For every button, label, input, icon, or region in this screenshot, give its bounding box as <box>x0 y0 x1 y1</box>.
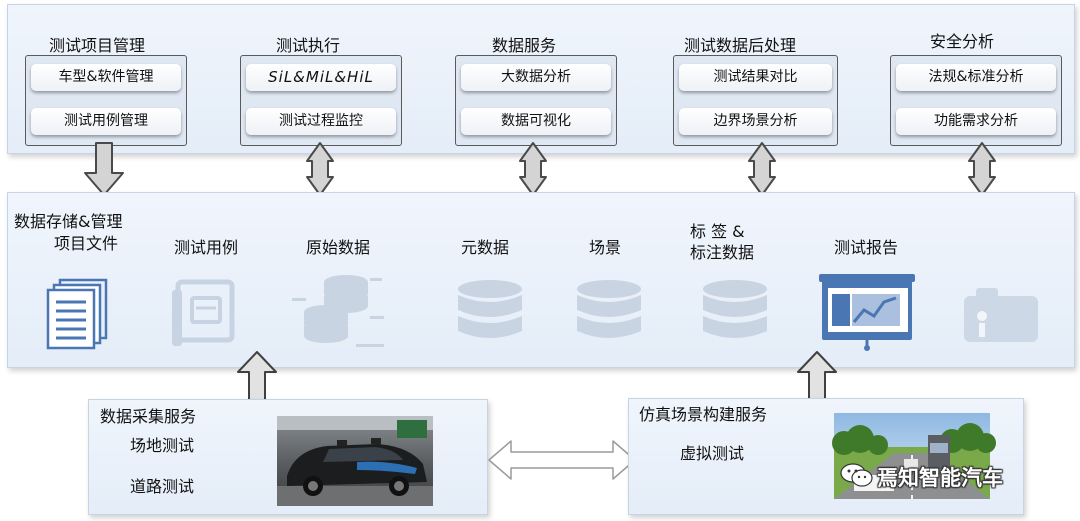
double-arrow-2 <box>306 142 334 196</box>
storage-title: 数据存储&管理 <box>14 212 123 231</box>
module-box-1: 车型&软件管理测试用例管理 <box>25 55 187 146</box>
module-2-item-1[interactable]: SiL&MiL&HiL <box>246 64 396 91</box>
presentation-board-icon <box>819 274 915 351</box>
raw-data-disks-icon <box>292 275 384 347</box>
double-arrow-4 <box>748 142 776 196</box>
virtual-test-label: 虚拟测试 <box>680 444 745 463</box>
storage-label-reports: 测试报告 <box>833 238 898 257</box>
module-title-3: 数据服务 <box>492 36 557 55</box>
storage-label-tags-line2: 标注数据 <box>690 243 755 262</box>
bidirectional-arrow <box>488 440 636 480</box>
watermark-text: 焉知智能汽车 <box>877 466 1003 490</box>
data-collection-title: 数据采集服务 <box>100 407 197 426</box>
module-5-item-2[interactable]: 功能需求分析 <box>896 108 1056 135</box>
database-icon <box>458 280 522 338</box>
module-4-item-1[interactable]: 测试结果对比 <box>679 64 832 91</box>
storage-label-project-files: 项目文件 <box>53 234 118 253</box>
module-1-item-1[interactable]: 车型&软件管理 <box>31 64 181 91</box>
module-5-item-1[interactable]: 法规&标准分析 <box>896 64 1056 91</box>
test-case-icon <box>172 279 235 346</box>
module-1-item-2[interactable]: 测试用例管理 <box>31 108 181 135</box>
module-title-5: 安全分析 <box>930 32 995 51</box>
storage-label-raw-data: 原始数据 <box>305 238 370 257</box>
down-arrow-1 <box>84 142 124 196</box>
module-3-item-1[interactable]: 大数据分析 <box>461 64 611 91</box>
test-vehicle-photo <box>277 416 433 506</box>
module-4-item-2[interactable]: 边界场景分析 <box>679 108 832 135</box>
module-box-4: 测试结果对比边界场景分析 <box>673 55 838 146</box>
database-icon <box>577 280 641 338</box>
module-box-2: SiL&MiL&HiL 测试过程监控 <box>240 55 402 146</box>
camera-icon <box>964 288 1038 342</box>
database-icon <box>703 280 767 338</box>
simulation-title: 仿真场景构建服务 <box>639 405 768 424</box>
module-box-3: 大数据分析数据可视化 <box>455 55 617 146</box>
module-box-5: 法规&标准分析功能需求分析 <box>890 55 1062 146</box>
module-2-item-2[interactable]: 测试过程监控 <box>246 108 396 135</box>
storage-label-tags-line1: 标 签 & <box>690 222 745 241</box>
module-title-1: 测试项目管理 <box>49 36 146 55</box>
module-3-item-2[interactable]: 数据可视化 <box>461 108 611 135</box>
wechat-icon <box>840 463 873 487</box>
module-title-2: 测试执行 <box>276 36 341 55</box>
storage-label-tags: 标 签 & 标注数据 <box>690 221 790 263</box>
double-arrow-3 <box>519 142 547 196</box>
module-title-4: 测试数据后处理 <box>684 36 797 55</box>
storage-label-metadata: 元数据 <box>460 238 509 257</box>
document-stack-icon <box>46 278 108 350</box>
storage-label-scenes: 场景 <box>588 238 621 257</box>
double-arrow-5 <box>968 142 996 196</box>
road-test-label: 道路测试 <box>130 477 195 496</box>
field-test-label: 场地测试 <box>130 436 195 455</box>
storage-label-test-cases: 测试用例 <box>173 238 238 257</box>
